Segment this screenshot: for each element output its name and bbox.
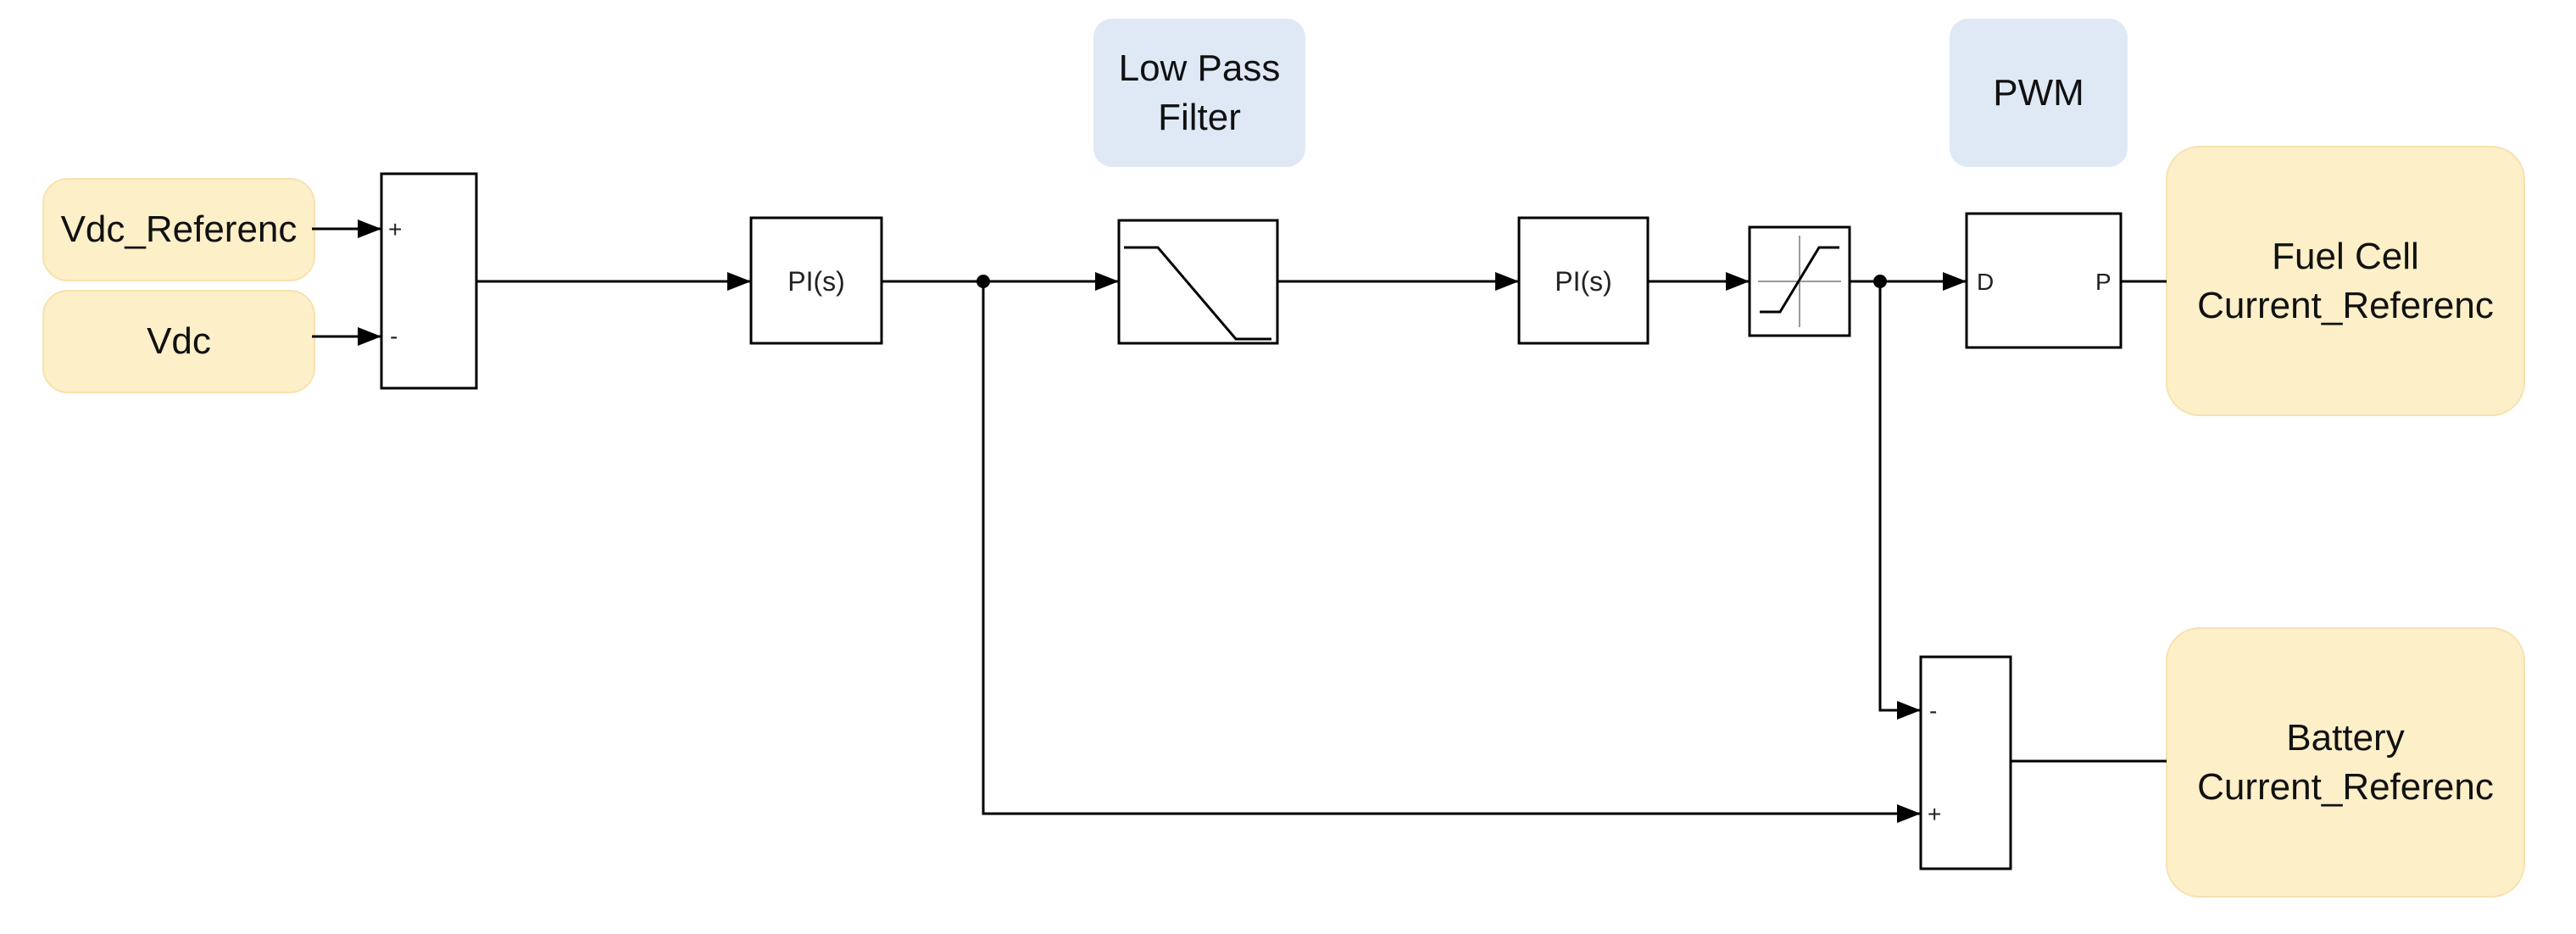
low-pass-filter-block (1117, 219, 1279, 345)
pi-block-1: PI(s) (749, 216, 883, 345)
sum-block-2: - + (1919, 655, 2012, 870)
junction-dot-pi1 (976, 275, 990, 288)
fuel-cell-current-reference-label: Fuel Cell Current_Referenc (2197, 236, 2494, 326)
saturation-block (1748, 225, 1851, 337)
battery-current-reference-output: Battery Current_Referenc (2166, 627, 2525, 898)
pi2-label: PI(s) (1555, 266, 1612, 297)
pi-block-2: PI(s) (1517, 216, 1650, 345)
wire-pi1-branch-to-sum2 (982, 281, 1921, 823)
low-pass-filter-label: Low Pass Filter (1118, 47, 1281, 138)
sum2-plus-sign: + (1928, 801, 1941, 827)
pwm-port-p: P (2095, 269, 2111, 295)
low-pass-filter-annotation: Low Pass Filter (1093, 19, 1305, 167)
fuel-cell-current-reference-output: Fuel Cell Current_Referenc (2166, 146, 2525, 416)
pwm-label: PWM (1993, 71, 2084, 114)
sum2-minus-sign: - (1929, 698, 1937, 724)
saturation-icon (1760, 246, 1839, 314)
vdc-input: Vdc (42, 290, 315, 393)
battery-current-reference-label: Battery Current_Referenc (2197, 717, 2494, 808)
pi1-label: PI(s) (787, 266, 845, 297)
pwm-annotation: PWM (1950, 19, 2128, 167)
vdc-reference-label: Vdc_Referenc (60, 208, 298, 251)
wire-saturation-branch-to-sum2 (1878, 281, 1921, 720)
vdc-reference-input: Vdc_Referenc (42, 178, 315, 281)
sum-block-1: + - (380, 172, 478, 390)
sum1-plus-sign: + (388, 216, 402, 242)
low-pass-filter-icon (1124, 246, 1271, 341)
pwm-block: D P (1965, 212, 2123, 349)
junction-dot-saturation (1873, 275, 1887, 288)
vdc-label: Vdc (147, 320, 211, 363)
sum1-minus-sign: - (390, 323, 398, 349)
pwm-port-d: D (1977, 269, 1994, 295)
